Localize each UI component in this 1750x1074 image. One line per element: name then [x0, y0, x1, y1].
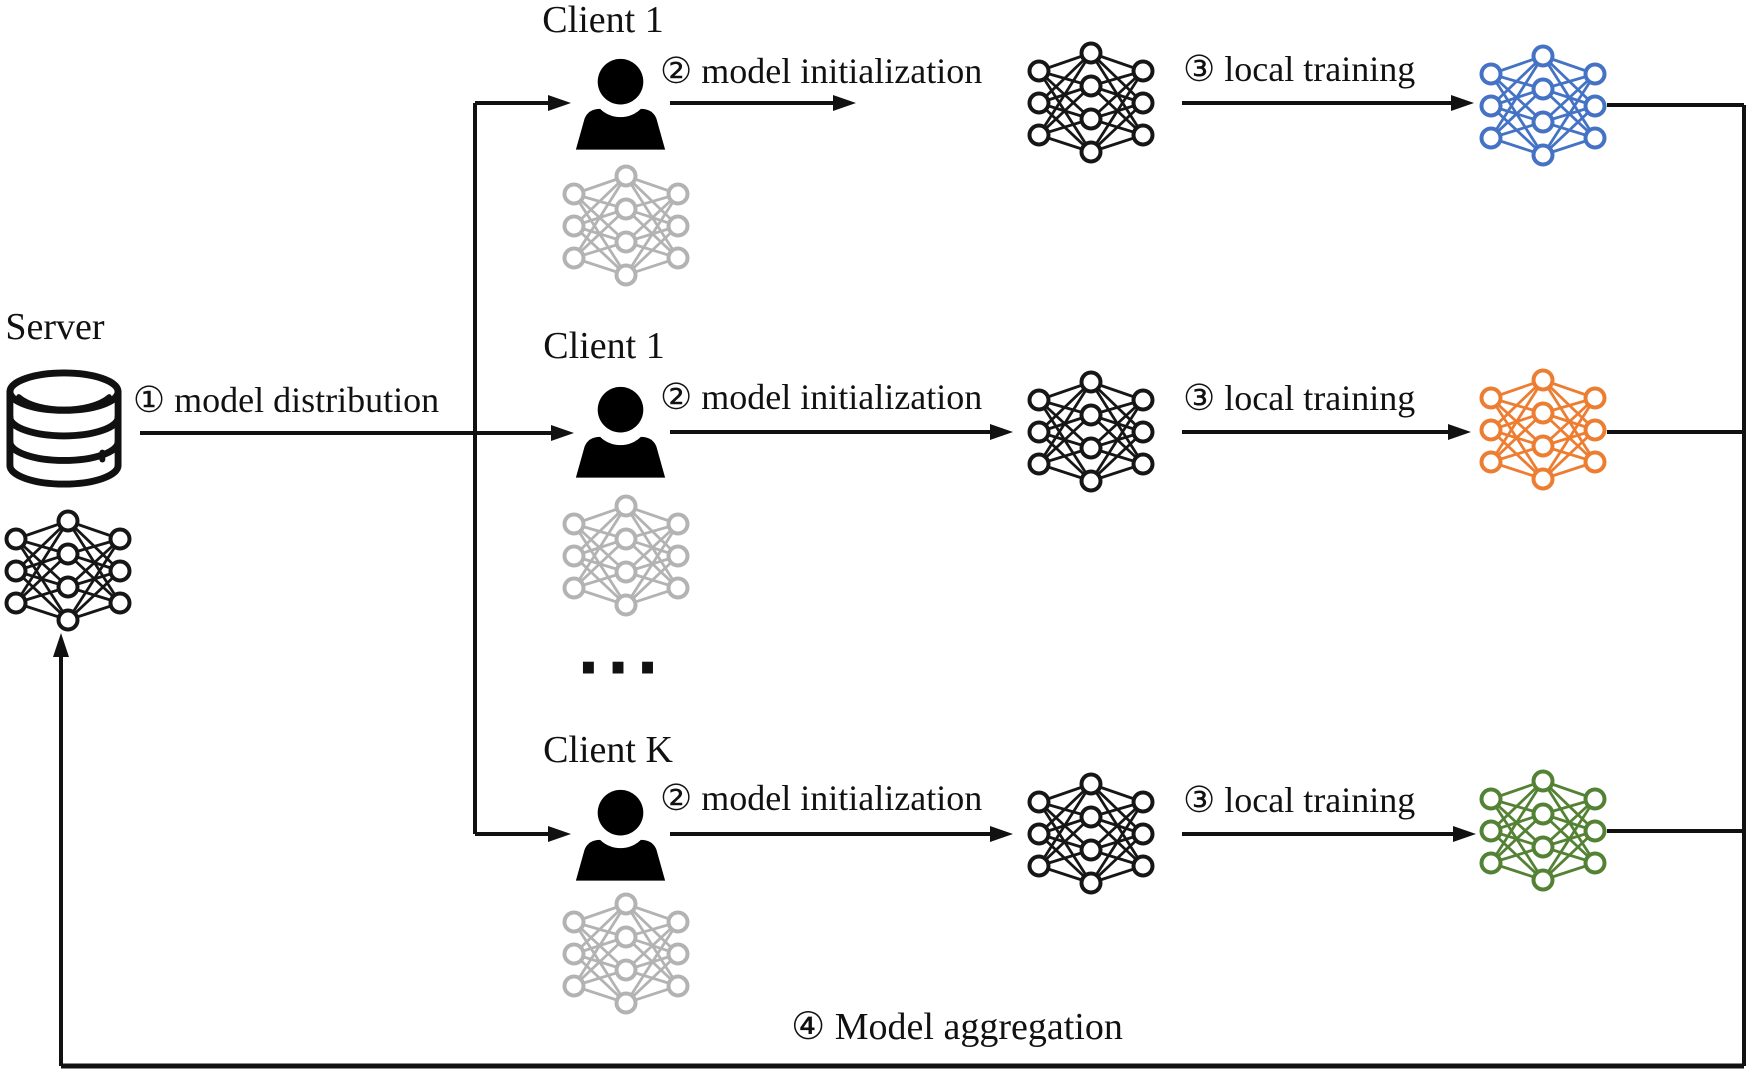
model-distribution-arrowhead: [551, 425, 574, 441]
local-data-network-icon: [560, 490, 690, 620]
person-icon: [575, 58, 666, 150]
database-icon: [6, 369, 122, 488]
aggregation-arrowhead: [53, 633, 69, 657]
train-arrowhead-row1: [1451, 95, 1474, 111]
clients-ellipsis: ...: [576, 615, 666, 689]
trained-model-network-icon-blue: [1477, 40, 1607, 170]
trained-model-network-icon-green: [1477, 765, 1607, 895]
init-arrowhead-row1: [833, 95, 856, 111]
step3-label-row2: ③ local training: [1183, 378, 1416, 419]
client-K-title: Client K: [543, 729, 673, 772]
step2-label-row3: ② model initialization: [660, 778, 983, 819]
local-data-network-icon: [560, 160, 690, 290]
client-2-title: Client 1: [543, 325, 665, 368]
step3-label-row1: ③ local training: [1183, 49, 1416, 90]
train-arrowhead-row3: [1453, 826, 1476, 842]
server-label: Server: [5, 306, 105, 349]
client-1-title: Client 1: [542, 0, 664, 42]
train-arrowhead-row2: [1448, 424, 1471, 440]
step4-label: ④ Model aggregation: [791, 1006, 1123, 1049]
init-arrowhead-row3: [990, 826, 1013, 842]
person-icon: [575, 386, 666, 478]
initialized-model-network-icon: [1025, 366, 1155, 496]
step2-label-row1: ② model initialization: [660, 51, 983, 92]
step3-label-row3: ③ local training: [1183, 780, 1416, 821]
init-arrowhead-row2: [990, 424, 1013, 440]
server-network-icon: [2, 505, 132, 635]
branch-arrowhead-clientK: [548, 826, 571, 842]
local-data-network-icon: [560, 888, 690, 1018]
step1-label: ① model distribution: [132, 380, 440, 421]
initialized-model-network-icon: [1025, 768, 1155, 898]
trained-model-network-icon-orange: [1477, 364, 1607, 494]
step2-label-row2: ② model initialization: [660, 377, 983, 418]
initialized-model-network-icon: [1025, 37, 1155, 167]
person-icon: [575, 789, 666, 881]
branch-arrowhead-client1: [548, 95, 571, 111]
